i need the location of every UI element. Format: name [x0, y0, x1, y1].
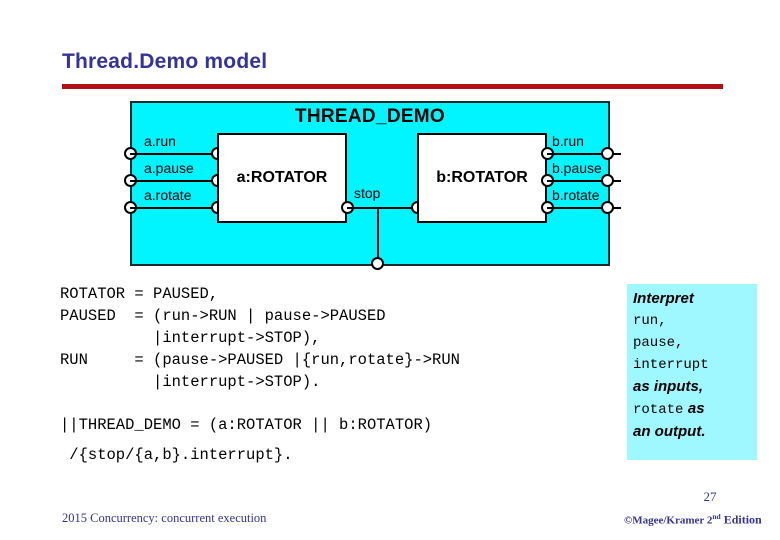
- boundary-port-stop[interactable]: [371, 257, 384, 270]
- diagram-title-label: THREAD_DEMO: [294, 106, 446, 127]
- wire-stop-drop: [377, 207, 379, 260]
- footer-edition-number: 2: [706, 514, 713, 527]
- port-label-b-rotate: b.rotate: [552, 187, 600, 203]
- wire-stop: [347, 207, 423, 209]
- interpret-line-5: as inputs,: [633, 378, 704, 395]
- boundary-port-b-pause[interactable]: [601, 174, 614, 187]
- component-a-label: a:ROTATOR: [236, 169, 328, 186]
- wire-b-rotate: [547, 207, 621, 209]
- interpret-line-6: rotate as: [633, 398, 751, 421]
- footer-course-label: 2015 Concurrency: concurrent execution: [62, 511, 267, 525]
- port-label-b-pause: b.pause: [552, 160, 602, 176]
- thread-demo-diagram: THREAD_DEMO a:ROTATOR stop b:ROTATOR a.r…: [124, 101, 621, 270]
- footer-edition-suffix: nd: [712, 512, 721, 521]
- port-label-a-pause: a.pause: [144, 160, 194, 176]
- port-label-a-rotate: a.rotate: [144, 187, 192, 203]
- boundary-port-b-run[interactable]: [601, 147, 614, 160]
- port-label-a-run: a.run: [144, 133, 176, 149]
- interpret-line-6-em: as: [687, 400, 705, 417]
- page-number: 27: [703, 489, 717, 504]
- port-label-stop: stop: [354, 185, 381, 201]
- boundary-port-b-rotate[interactable]: [601, 201, 614, 214]
- interpret-line-6-mono: rotate: [633, 402, 684, 418]
- fsp-composition: ||THREAD_DEMO = (a:ROTATOR || b:ROTATOR)…: [60, 416, 433, 464]
- title-divider: [62, 84, 723, 89]
- wire-a-run: [130, 153, 219, 155]
- interpret-line-7: an output.: [633, 423, 706, 440]
- wire-a-pause: [130, 180, 219, 182]
- footer-copyright-text: ©Magee/Kramer: [624, 514, 707, 527]
- interpret-line-3: pause,: [633, 335, 684, 351]
- interpret-callout: Interpret run, pause, interrupt as input…: [627, 284, 757, 460]
- footer-edition-word: Edition: [720, 512, 762, 527]
- port-label-b-run: b.run: [552, 133, 584, 149]
- wire-b-pause: [547, 180, 621, 182]
- wire-b-run: [547, 153, 621, 155]
- footer-copyright: ©Magee/Kramer 2nd Edition: [624, 512, 762, 528]
- component-b-rotator[interactable]: b:ROTATOR: [417, 133, 547, 223]
- interpret-line-1: Interpret: [633, 290, 694, 307]
- component-b-label: b:ROTATOR: [436, 169, 528, 186]
- page-title: Thread.Demo model: [62, 50, 268, 73]
- component-a-rotator[interactable]: a:ROTATOR: [217, 133, 347, 223]
- interpret-line-2: run,: [633, 313, 667, 329]
- fsp-process-definition: ROTATOR = PAUSED, PAUSED = (run->RUN | p…: [60, 285, 460, 391]
- interpret-line-4: interrupt: [633, 357, 709, 373]
- wire-a-rotate: [130, 207, 219, 209]
